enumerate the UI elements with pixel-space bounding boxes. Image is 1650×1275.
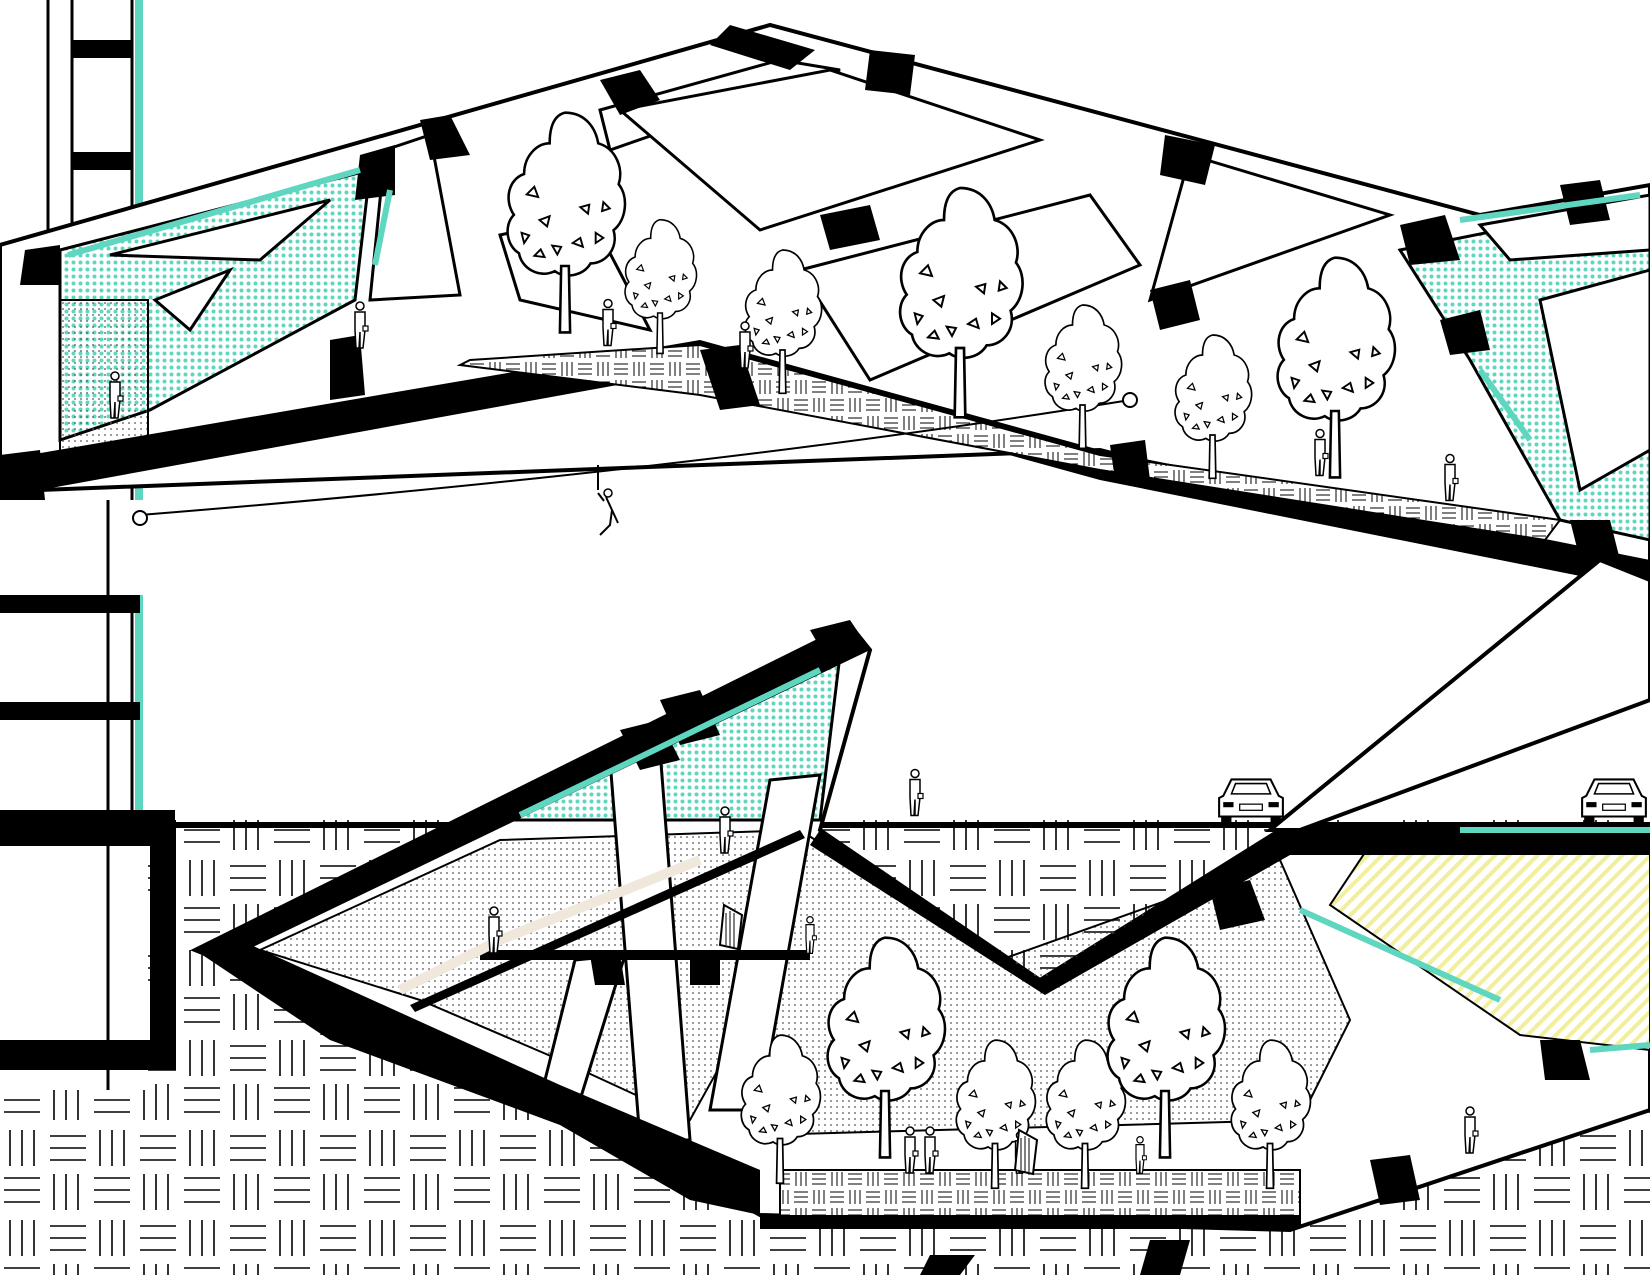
stair-rail	[410, 830, 805, 1012]
left-building-body	[0, 0, 148, 1090]
interior-floor-fill	[59, 299, 149, 461]
person-icon	[909, 768, 924, 817]
upper-bridge	[0, 22, 1650, 593]
zipline-cable	[139, 399, 1131, 516]
harp-icon	[718, 903, 744, 951]
stair-hint	[397, 855, 702, 995]
harp-icon	[1013, 1128, 1039, 1176]
basement-slab	[0, 810, 175, 846]
stage-platform	[480, 950, 810, 960]
zipline-anchor	[132, 510, 148, 526]
floor-slab	[72, 152, 132, 170]
car-icon	[1218, 778, 1284, 825]
right-ramp-band	[1264, 557, 1650, 832]
floor-slab	[0, 702, 140, 720]
zipline-anchor	[1122, 392, 1138, 408]
floor-slab	[0, 595, 140, 613]
floor-slab	[72, 40, 132, 58]
basement-wall	[150, 820, 176, 1070]
zipline-rider-icon	[597, 465, 619, 536]
street-surface	[160, 822, 1650, 828]
left-building	[0, 0, 176, 1090]
basement-floor	[0, 1040, 176, 1070]
car-icon	[1581, 778, 1647, 825]
roof-band	[810, 830, 1650, 995]
walkway-deck	[0, 340, 1650, 590]
